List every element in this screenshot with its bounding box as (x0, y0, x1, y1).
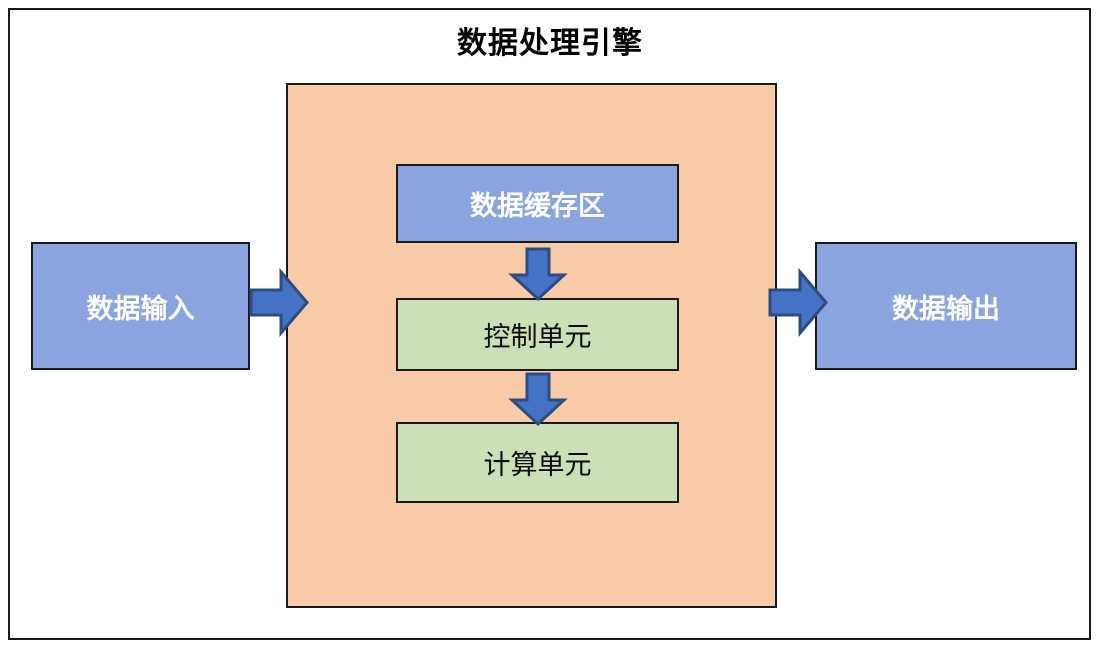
node-data-input[interactable]: 数据输入 (31, 242, 250, 370)
node-compute-unit[interactable]: 计算单元 (396, 422, 679, 503)
node-data-output-label: 数据输出 (892, 293, 1000, 324)
node-data-buffer-label: 数据缓存区 (470, 191, 605, 221)
arrow-down-icon (506, 372, 570, 427)
node-control-unit-label: 控制单元 (483, 322, 592, 352)
page-title: 数据处理引擎 (457, 27, 643, 60)
arrow-right-icon (249, 267, 309, 338)
node-control-unit[interactable]: 控制单元 (396, 298, 679, 371)
outer-frame (8, 8, 1091, 640)
node-compute-unit-label: 计算单元 (483, 450, 592, 480)
arrow-right-icon (768, 267, 828, 338)
node-data-output[interactable]: 数据输出 (815, 242, 1077, 370)
arrow-down-icon (506, 247, 570, 302)
node-data-input-label: 数据输入 (86, 293, 195, 324)
node-data-buffer[interactable]: 数据缓存区 (396, 164, 679, 243)
